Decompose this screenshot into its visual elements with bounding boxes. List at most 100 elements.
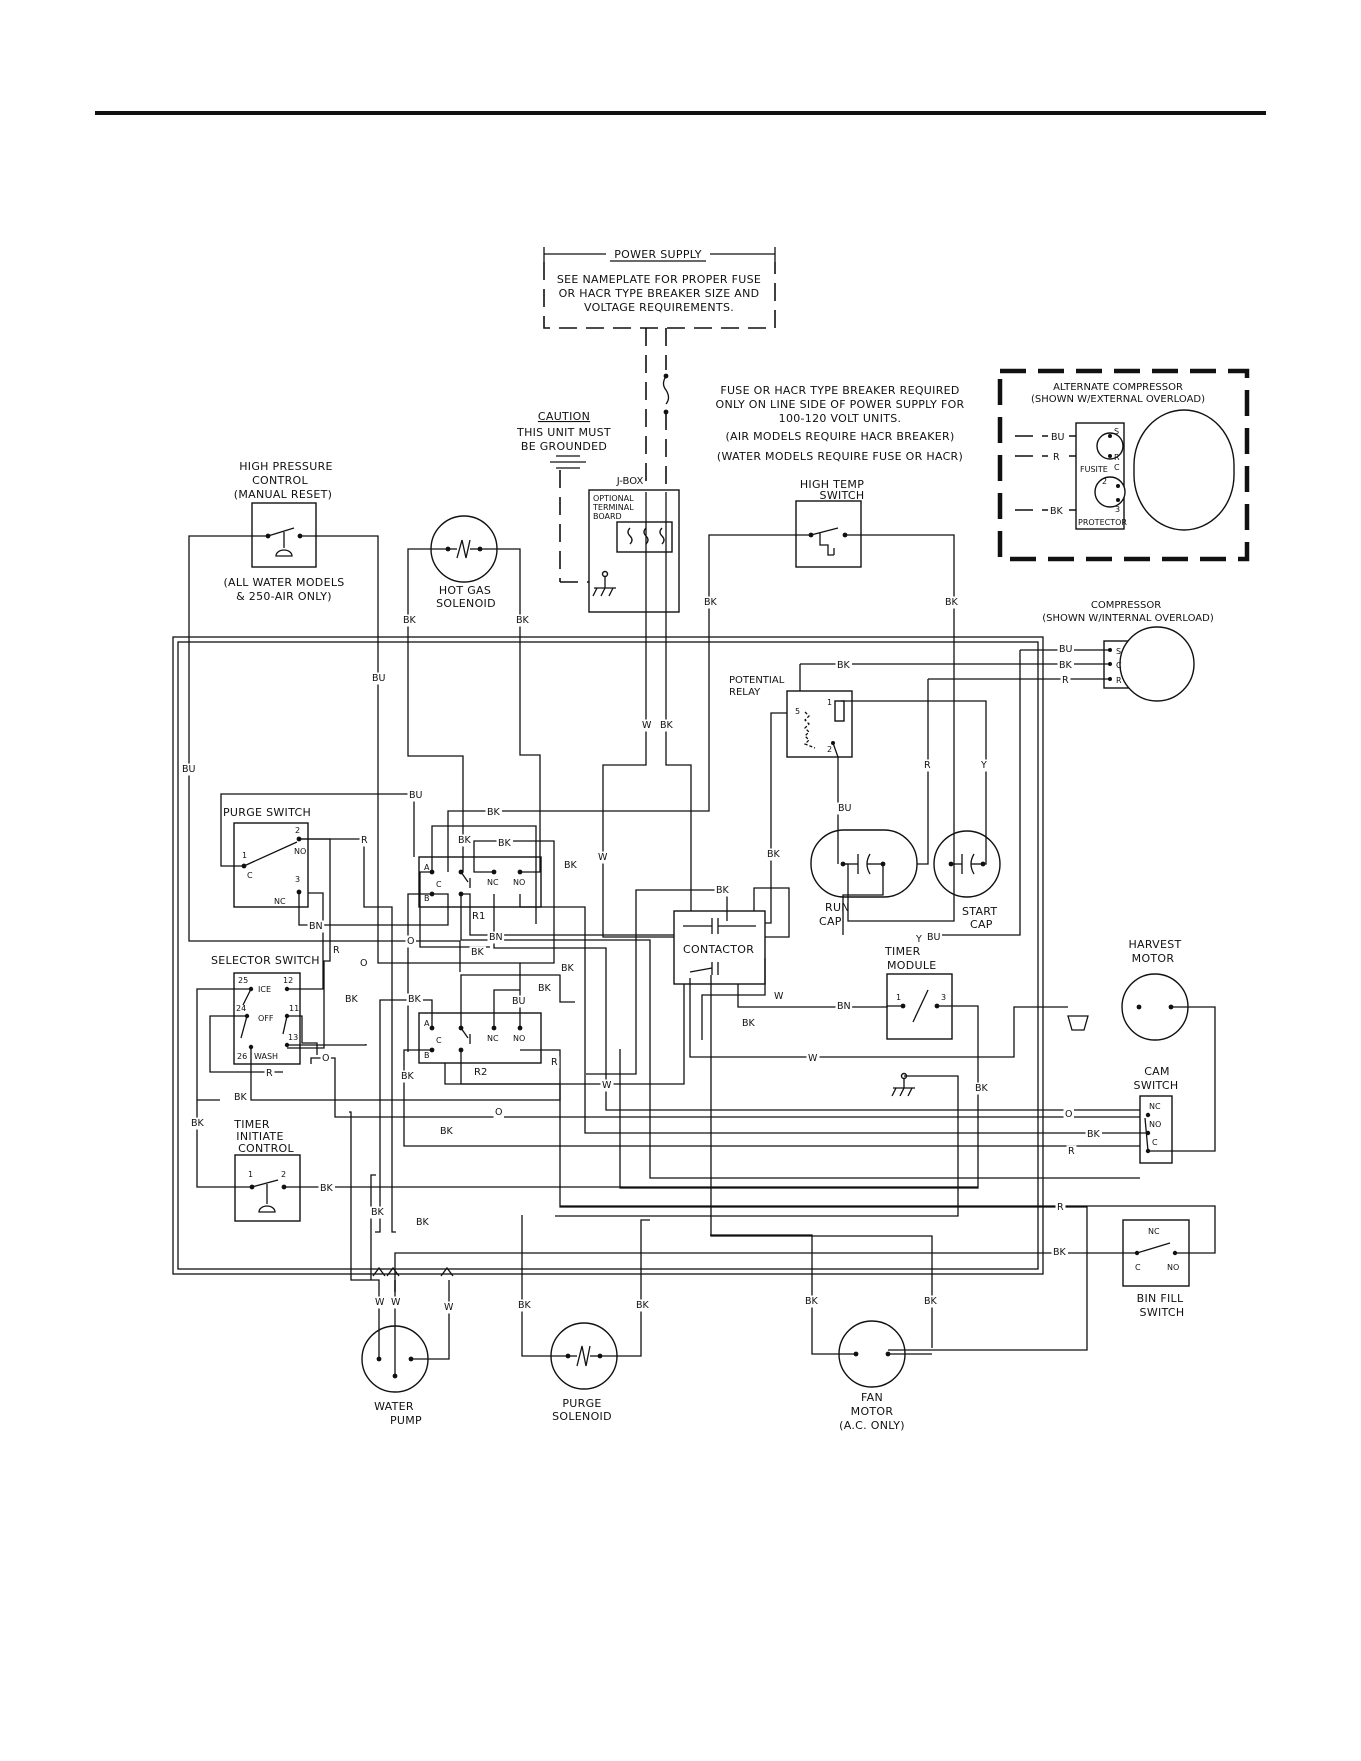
wire-label-backing <box>925 931 943 944</box>
wl-w: W <box>598 852 608 863</box>
selector-switch: SELECTOR SWITCH 25 ICE 12 24 OFF 11 13 2… <box>211 954 320 1065</box>
wl-bk: BK <box>975 1083 989 1094</box>
fuse-note-2: ONLY ON LINE SIDE OF POWER SUPPLY FOR <box>716 398 965 411</box>
wl-r: R <box>1057 1202 1064 1213</box>
wire-label-backing <box>189 1117 207 1130</box>
r2-pin-no: NO <box>513 1034 525 1043</box>
wire-label-backing <box>318 1182 336 1195</box>
r1-pin-b: B <box>424 894 430 903</box>
wire-label-backing <box>1063 1108 1074 1121</box>
wire-label-backing <box>510 995 528 1008</box>
purge-pin-3: 3 <box>295 875 300 884</box>
wire-label-backing <box>496 837 514 850</box>
wl-bk: BK <box>408 994 422 1005</box>
hot-gas-solenoid: HOT GAS SOLENOID <box>430 515 498 610</box>
j-box-title: J-BOX <box>616 476 644 487</box>
wl-r: R <box>333 945 340 956</box>
timer-init-title-1: TIMER <box>233 1118 270 1131</box>
wl-bk: BK <box>742 1018 756 1029</box>
wl-y: Y <box>980 760 987 771</box>
pot-relay-title-2: RELAY <box>729 687 761 698</box>
fuse-note-1: FUSE OR HACR TYPE BREAKER REQUIRED <box>720 384 959 397</box>
harvest-label-2: MOTOR <box>1132 952 1175 965</box>
timer-module-title-2: MODULE <box>887 959 937 972</box>
pot-relay-title-1: POTENTIAL <box>729 675 785 686</box>
wire-label-backing <box>1057 643 1075 656</box>
wl-bk: BK <box>498 838 512 849</box>
j-box: J-BOX OPTIONAL TERMINAL BOARD <box>588 476 680 613</box>
wl-o: O <box>1065 1109 1072 1120</box>
wiring-network <box>188 492 1216 1376</box>
wl-bk: BK <box>561 963 575 974</box>
wire-label-backing <box>772 990 786 1003</box>
alternate-compressor: ALTERNATE COMPRESSOR (SHOWN W/EXTERNAL O… <box>997 368 1250 562</box>
bin-pin-no: NO <box>1167 1263 1179 1272</box>
wire-label-backing <box>399 1070 417 1083</box>
pot-pin-1: 1 <box>827 698 832 707</box>
wl-bk: BK <box>371 1207 385 1218</box>
r2-pin-b: B <box>424 1051 430 1060</box>
timer-init-pin-2: 2 <box>281 1170 286 1179</box>
cam-switch: CAM SWITCH NC NO C <box>1134 1065 1179 1164</box>
wl-bk: BK <box>538 983 552 994</box>
timer-init-pin-1: 1 <box>248 1170 253 1179</box>
bin-fill-label-1: BIN FILL <box>1137 1292 1184 1305</box>
alt-wire-bk: BK <box>1050 506 1064 517</box>
wl-bk: BK <box>636 1300 650 1311</box>
timer-init-title-3: CONTROL <box>238 1142 294 1155</box>
r1-pin-no: NO <box>513 878 525 887</box>
wire-label-backing <box>943 596 961 609</box>
sel-pin-25: 25 <box>238 976 248 985</box>
wl-bk: BK <box>458 835 472 846</box>
cam-switch-title-2: SWITCH <box>1134 1079 1179 1092</box>
fuse-note: FUSE OR HACR TYPE BREAKER REQUIRED ONLY … <box>716 384 965 463</box>
purge-pin-nc: NC <box>274 897 286 906</box>
wl-o: O <box>495 1107 502 1118</box>
wl-bu: BU <box>512 996 526 1007</box>
wl-bu: BU <box>182 764 196 775</box>
wl-bk: BK <box>1053 1247 1067 1258</box>
wire-label-backing <box>401 614 419 627</box>
wire-label-backing <box>803 1295 821 1308</box>
wl-bu: BU <box>927 932 941 943</box>
wire-label-backing <box>331 944 342 957</box>
wl-bk: BK <box>471 947 485 958</box>
wl-bk: BK <box>1059 660 1073 671</box>
caution-note: CAUTION THIS UNIT MUST BE GROUNDED <box>516 410 611 583</box>
wire-label-backing <box>549 1056 560 1069</box>
sel-pin-off: OFF <box>258 1014 274 1023</box>
wire-label-backing <box>559 962 577 975</box>
wire-label-backing <box>358 957 369 970</box>
caution-line-2: BE GROUNDED <box>521 440 607 453</box>
hot-gas-label-2: SOLENOID <box>436 597 496 610</box>
wire-label-backing <box>389 1296 403 1309</box>
purge-sol-label-2: SOLENOID <box>552 1410 612 1423</box>
wire-label-backing <box>836 802 854 815</box>
wl-bn: BN <box>309 921 323 932</box>
bin-pin-c: C <box>1135 1263 1141 1272</box>
wl-bk: BK <box>416 1217 430 1228</box>
wl-r: R <box>266 1068 273 1079</box>
wire-label-backing <box>1057 659 1075 672</box>
sel-pin-ice: ICE <box>258 985 271 994</box>
purge-switch: PURGE SWITCH 2 NO 1 C 3 NC <box>223 806 311 908</box>
control-box-inner <box>177 641 1039 1270</box>
terminal-board-1: OPTIONAL <box>593 494 634 503</box>
r1-name: R1 <box>472 911 485 922</box>
bin-fill-label-2: SWITCH <box>1140 1306 1185 1319</box>
wire-label-backing <box>405 935 416 948</box>
wl-r: R <box>1062 675 1069 686</box>
cam-pin-nc: NC <box>1149 1102 1161 1111</box>
purge-pin-1: 1 <box>242 851 247 860</box>
purge-sol-label-1: PURGE <box>562 1397 601 1410</box>
wire-label-backing <box>180 763 198 776</box>
wl-r: R <box>1068 1146 1075 1157</box>
purge-pin-2: 2 <box>295 826 300 835</box>
wl-bn: BN <box>489 932 503 943</box>
wire-label-backing <box>1060 674 1071 687</box>
wire-labels: BK BK BK BK BU BU W BK BU BK R BK R Y BU… <box>180 596 1103 1314</box>
sel-pin-11: 11 <box>289 1004 299 1013</box>
caution-title: CAUTION <box>538 410 590 423</box>
wl-r: R <box>924 760 931 771</box>
hp-note-2: & 250-AIR ONLY) <box>236 590 332 603</box>
